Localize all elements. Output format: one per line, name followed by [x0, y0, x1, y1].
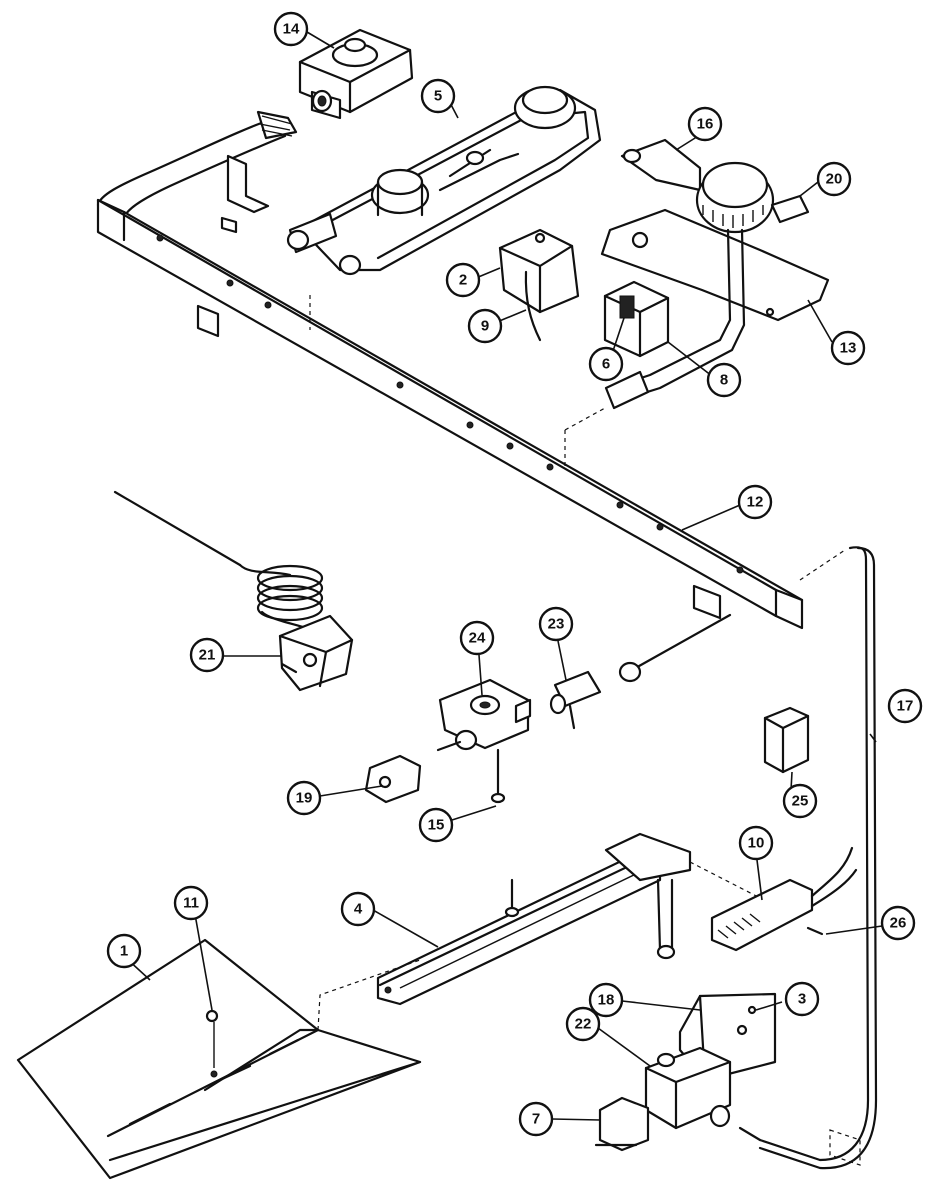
callout-label: 6	[602, 356, 610, 373]
callout-label: 10	[748, 835, 765, 852]
electrode-holder	[603, 280, 670, 358]
callout-label: 12	[747, 494, 764, 511]
callout-label: 23	[548, 616, 565, 633]
callout-label: 18	[598, 992, 615, 1009]
callout-label: 7	[532, 1111, 540, 1128]
oven-burner	[376, 832, 769, 1006]
pressure-regulator	[298, 28, 414, 120]
callout-label: 8	[720, 372, 728, 389]
callout-4: 4	[340, 891, 376, 927]
callout-8: 8	[706, 362, 742, 398]
burner-bracket	[498, 228, 580, 342]
callout-25: 25	[782, 783, 818, 819]
callout-label: 1	[120, 943, 128, 960]
callout-label: 19	[296, 790, 313, 807]
callout-label: 22	[575, 1016, 592, 1033]
callout-22: 22	[565, 1006, 601, 1042]
safety-valve	[594, 1046, 762, 1152]
callout-11: 11	[173, 885, 209, 921]
callout-15: 15	[418, 807, 454, 843]
callout-24: 24	[459, 620, 495, 656]
callout-label: 16	[697, 116, 714, 133]
callout-2: 2	[445, 262, 481, 298]
callout-5: 5	[420, 78, 456, 114]
callout-label: 9	[481, 318, 489, 335]
igniter	[710, 846, 858, 952]
callout-20: 20	[816, 161, 852, 197]
callout-19: 19	[286, 780, 322, 816]
callout-label: 17	[897, 698, 914, 715]
callout-label: 5	[434, 88, 442, 105]
callout-label: 25	[792, 793, 809, 810]
callout-label: 24	[469, 630, 486, 647]
callout-14: 14	[273, 11, 309, 47]
callout-label: 11	[183, 895, 199, 912]
spark-switch	[620, 138, 702, 192]
spark-module	[763, 706, 810, 774]
callout-label: 20	[826, 171, 843, 188]
guide-lines	[309, 295, 846, 581]
callout-21: 21	[189, 637, 225, 673]
oven-thermostat	[113, 490, 354, 692]
callout-6: 6	[588, 346, 624, 382]
gas-line	[758, 546, 878, 1170]
callout-12: 12	[737, 484, 773, 520]
callout-label: 13	[840, 340, 857, 357]
thermostat-bracket	[600, 161, 830, 410]
leader-lines	[125, 31, 883, 1121]
callout-17: 17	[887, 688, 923, 724]
callout-16: 16	[687, 106, 723, 142]
callout-3: 3	[784, 981, 820, 1017]
burner-assembly	[286, 85, 602, 276]
callout-label: 14	[283, 21, 300, 38]
callout-label: 2	[459, 272, 467, 289]
callout-26: 26	[880, 905, 916, 941]
callout-7: 7	[518, 1101, 554, 1137]
callout-23: 23	[538, 606, 574, 642]
manifold-holes	[156, 234, 744, 574]
gas-valve	[364, 613, 732, 804]
callout-10: 10	[738, 825, 774, 861]
manifold	[96, 110, 804, 630]
callout-label: 15	[428, 817, 445, 834]
deflector-plate	[16, 938, 422, 1180]
callout-label: 4	[354, 901, 363, 918]
callout-9: 9	[467, 308, 503, 344]
callout-label: 26	[890, 915, 907, 932]
callout-label: 3	[798, 991, 806, 1008]
callout-13: 13	[830, 330, 866, 366]
callout-label: 21	[199, 647, 216, 664]
callout-1: 1	[106, 933, 142, 969]
callout-18: 18	[588, 982, 624, 1018]
